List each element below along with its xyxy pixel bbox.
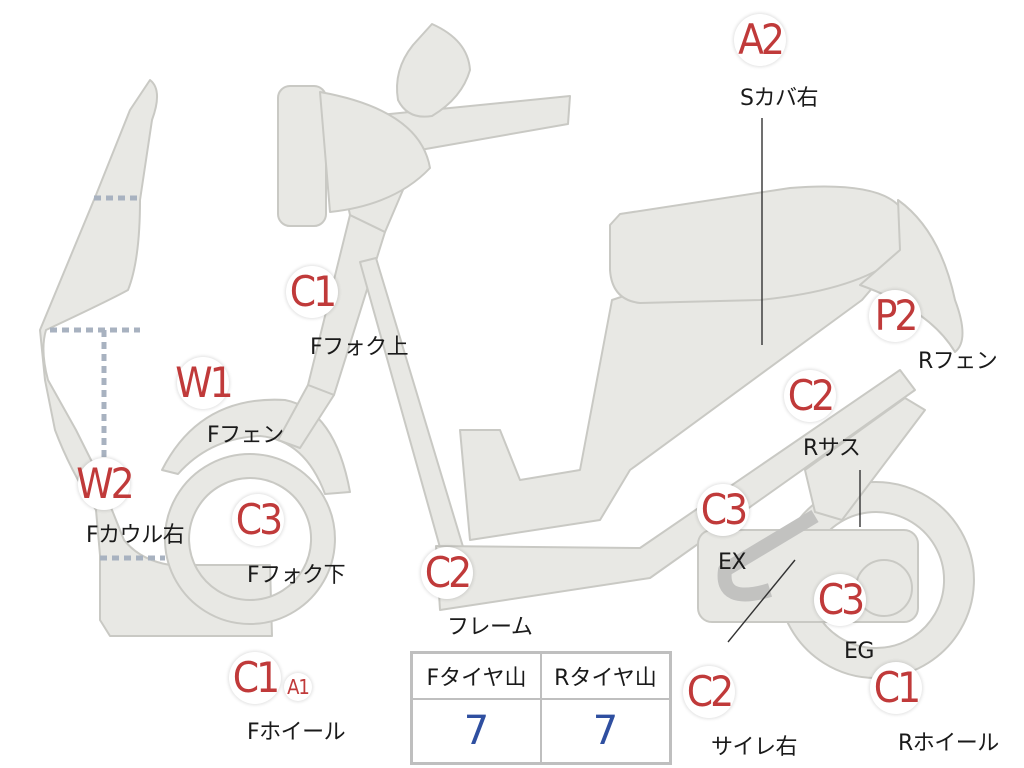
marker-front-fender: W1	[175, 357, 234, 409]
marker-seat-cover-right: A2	[734, 14, 786, 66]
headlight	[277, 85, 327, 227]
label-rear-wheel: Rホイール	[898, 731, 999, 756]
front-cowl	[39, 79, 273, 637]
label-front-fork-lower: Fフォク下	[247, 563, 346, 588]
label-front-fender: Fフェン	[207, 423, 284, 448]
label-frame: フレーム	[447, 615, 533, 640]
marker-frame: C2	[421, 547, 473, 599]
marker-front-wheel-small: A1	[284, 673, 312, 701]
label-silencer-right: サイレ右	[711, 735, 798, 760]
marker-front-cowl-right: W2	[76, 458, 135, 510]
label-engine: EG	[844, 639, 874, 664]
rear-suspension	[804, 397, 926, 521]
label-front-fork-upper: Fフォク上	[310, 335, 409, 360]
label-rear-suspension: Rサス	[803, 436, 861, 461]
tire-tread-table: Fタイヤ山 Rタイヤ山 7 7	[410, 651, 672, 765]
frame-bottom	[435, 369, 916, 611]
label-seat-cover-right: Sカバ右	[740, 86, 818, 111]
label-front-cowl-right: Fカウル右	[86, 523, 185, 548]
front-wheel	[164, 453, 336, 625]
rear-tire-tread-header: Rタイヤ山	[541, 653, 670, 699]
frame-downtube	[359, 257, 471, 577]
mirror	[396, 23, 471, 118]
exhaust-pipe	[717, 509, 819, 602]
marker-exhaust: C3	[697, 484, 749, 536]
seat	[609, 185, 906, 304]
marker-front-fork-upper: C1	[286, 266, 338, 318]
marker-rear-wheel: C1	[870, 662, 922, 714]
marker-engine: C3	[814, 574, 866, 626]
marker-rear-fender: P2	[869, 290, 921, 342]
label-front-wheel: Fホイール	[247, 720, 346, 745]
rear-tire-tread-value: 7	[541, 699, 670, 763]
marker-front-fork-lower: C3	[232, 494, 284, 546]
marker-silencer-right: C2	[683, 666, 735, 718]
label-exhaust: EX	[718, 550, 746, 575]
front-tire-tread-value: 7	[412, 699, 541, 763]
label-rear-fender: Rフェン	[918, 349, 998, 374]
marker-rear-suspension: C2	[784, 370, 836, 422]
marker-front-wheel: C1	[229, 652, 281, 704]
front-tire-tread-header: Fタイヤ山	[412, 653, 541, 699]
